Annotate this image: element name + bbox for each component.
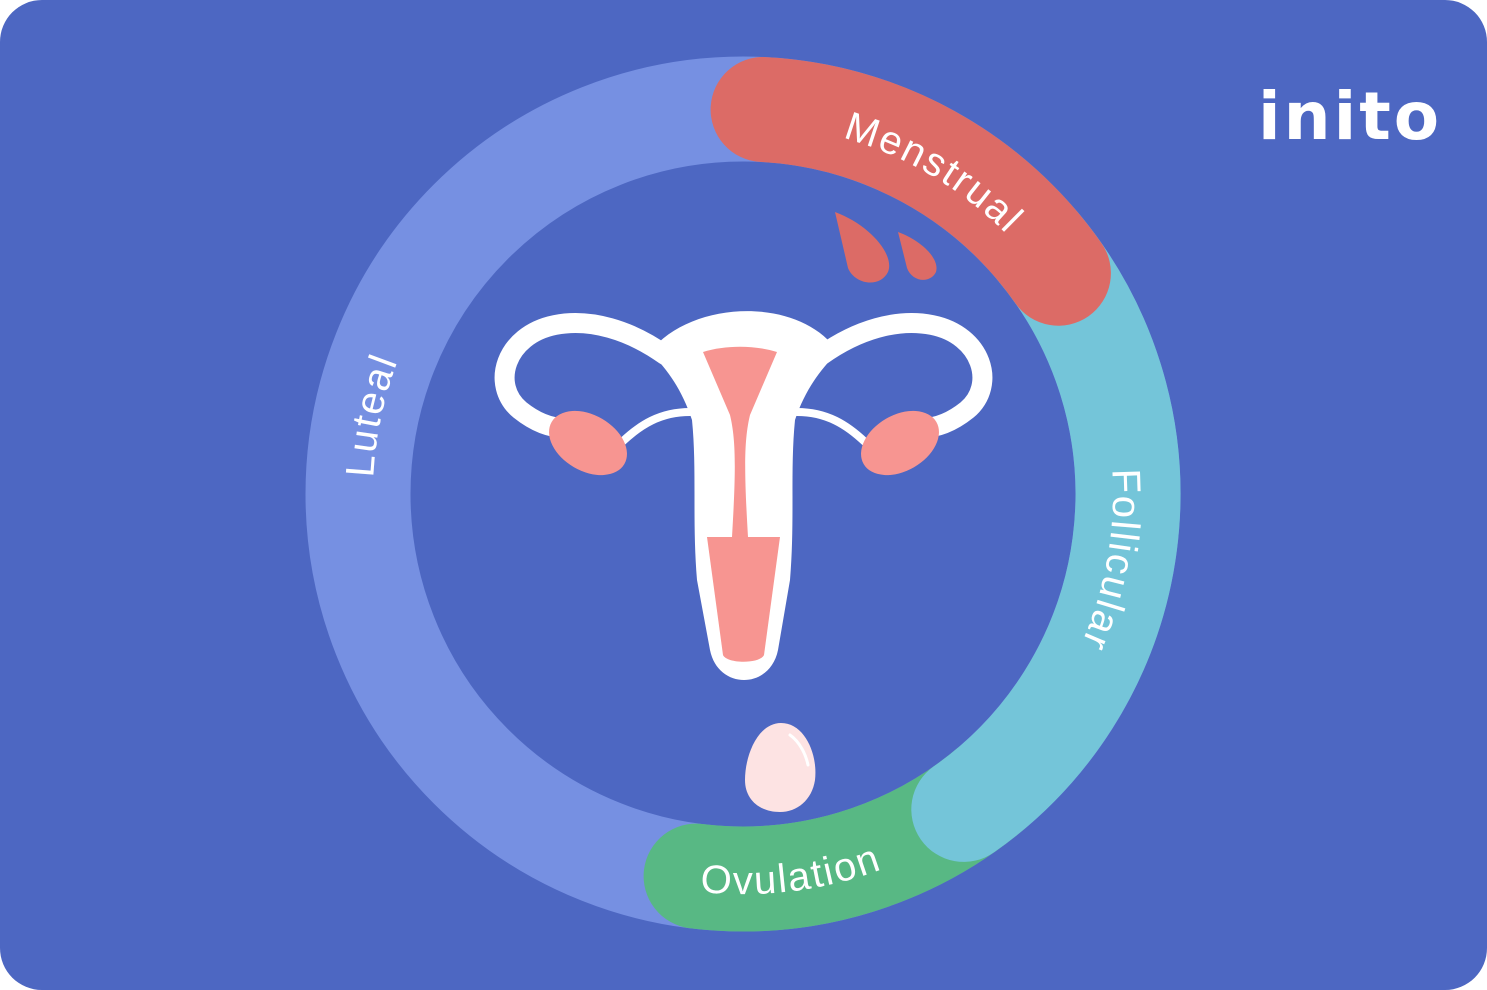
right-ovary [861, 410, 939, 476]
blood-drop-icon [898, 232, 937, 280]
blood-drop-icon [835, 212, 890, 283]
menstrual-segment [710, 57, 1111, 326]
follicular-segment [911, 194, 1181, 862]
uterus-icon [494, 311, 993, 680]
egg-icon [745, 723, 816, 812]
left-ovary [549, 410, 627, 476]
inito-logo: inito [1258, 78, 1443, 155]
